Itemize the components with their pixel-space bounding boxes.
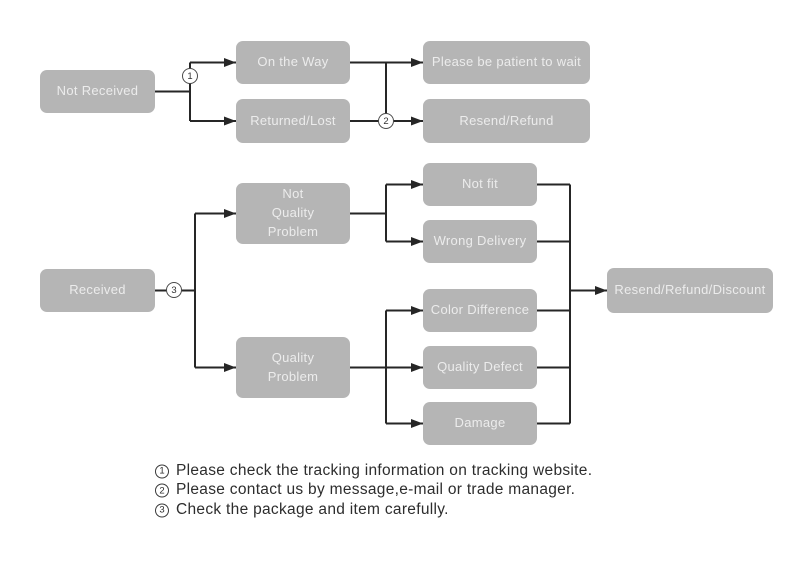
- footnote-1: 1 Please check the tracking information …: [155, 461, 592, 481]
- node-damage: Damage: [423, 402, 537, 445]
- node-received-label: Received: [69, 282, 126, 298]
- node-on-the-way: On the Way: [236, 41, 350, 84]
- footnotes: 1 Please check the tracking information …: [155, 461, 592, 520]
- node-received: Received: [40, 269, 155, 312]
- node-color-difference-label: Color Difference: [430, 302, 530, 318]
- node-resend-refund-label: Resend/Refund: [459, 112, 554, 128]
- node-not-fit-label: Not fit: [461, 176, 499, 192]
- node-returned-lost-label: Returned/Lost: [250, 112, 336, 128]
- node-not-received: Not Received: [40, 70, 155, 113]
- footnote-2-circled-number: 2: [155, 483, 169, 498]
- junction-marker-2: 2: [378, 113, 394, 129]
- node-resend-refund: Resend/Refund: [423, 99, 590, 143]
- junction-marker-3: 3: [166, 282, 182, 298]
- node-resend-refund-discount-label: Resend/Refund/Discount: [614, 282, 766, 298]
- node-damage-label: Damage: [454, 415, 506, 431]
- node-quality-problem: Quality Problem: [236, 337, 350, 398]
- footnote-1-circled-number: 1: [155, 464, 169, 479]
- node-quality-defect-label: Quality Defect: [437, 359, 523, 375]
- node-on-the-way-label: On the Way: [257, 54, 329, 70]
- node-not-quality-problem-label: Not Quality Problem: [267, 186, 319, 239]
- node-wrong-delivery: Wrong Delivery: [423, 220, 537, 263]
- footnote-2: 2 Please contact us by message,e-mail or…: [155, 481, 592, 501]
- node-quality-defect: Quality Defect: [423, 346, 537, 389]
- node-not-quality-problem: Not Quality Problem: [236, 183, 350, 244]
- node-not-fit: Not fit: [423, 163, 537, 206]
- footnote-1-text: Please check the tracking information on…: [176, 461, 593, 479]
- node-please-be-patient-label: Please be patient to wait: [431, 54, 582, 70]
- node-quality-problem-label: Quality Problem: [267, 349, 319, 384]
- node-wrong-delivery-label: Wrong Delivery: [433, 233, 527, 249]
- junction-marker-1: 1: [182, 68, 198, 84]
- node-please-be-patient: Please be patient to wait: [423, 41, 590, 84]
- node-color-difference: Color Difference: [423, 289, 537, 332]
- node-resend-refund-discount: Resend/Refund/Discount: [607, 268, 773, 313]
- footnote-2-text: Please contact us by message,e-mail or t…: [176, 481, 576, 499]
- footnote-3: 3 Check the package and item carefully.: [155, 500, 592, 520]
- node-not-received-label: Not Received: [56, 83, 139, 99]
- footnote-3-circled-number: 3: [155, 503, 169, 518]
- node-returned-lost: Returned/Lost: [236, 99, 350, 143]
- footnote-3-text: Check the package and item carefully.: [176, 500, 449, 518]
